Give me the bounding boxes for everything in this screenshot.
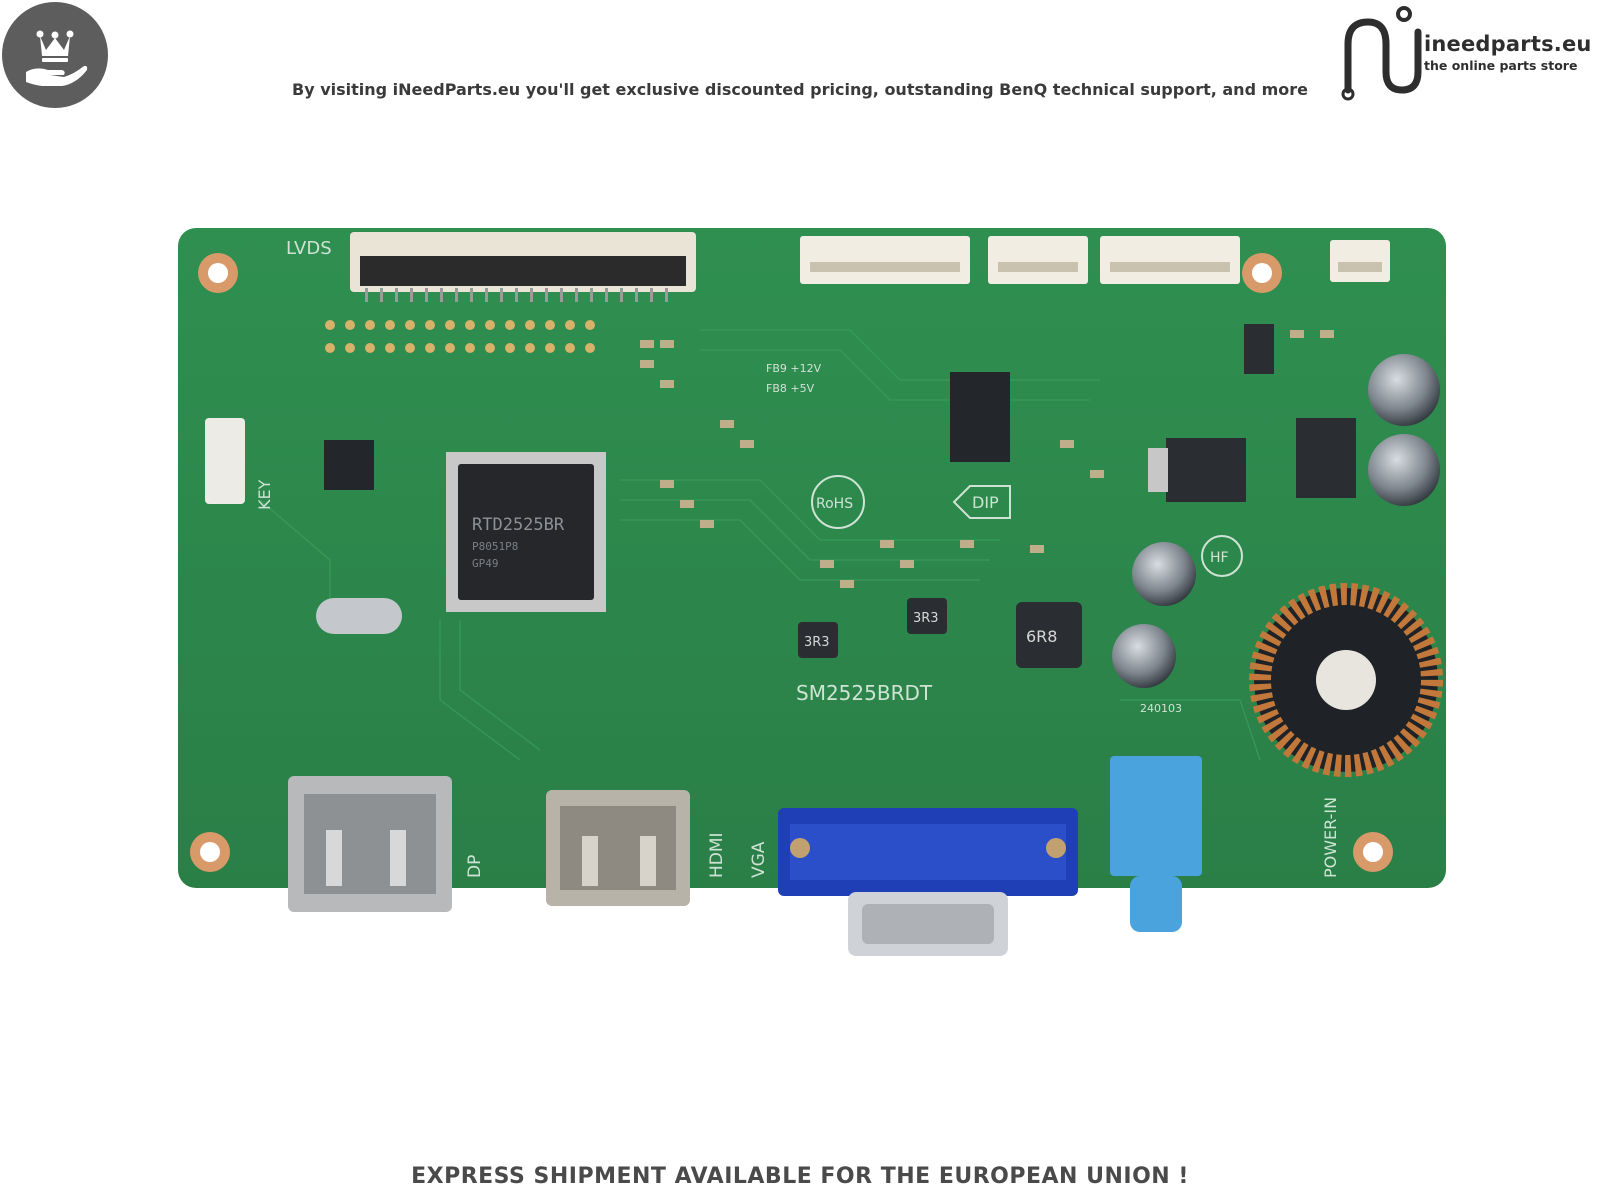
svg-text:P8051P8: P8051P8 (472, 540, 518, 553)
svg-text:FB8 +5V: FB8 +5V (766, 382, 815, 395)
audio-jack (1110, 756, 1202, 932)
svg-text:6R8: 6R8 (1026, 627, 1057, 646)
brand-name: ineedparts.eu (1424, 32, 1592, 56)
svg-text:FB9 +12V: FB9 +12V (766, 362, 822, 375)
crown-badge (2, 2, 108, 108)
model-label: SM2525BRDT (796, 681, 933, 705)
mosfet-1 (1166, 438, 1246, 502)
svg-text:240103: 240103 (1140, 702, 1182, 715)
vga-port (778, 808, 1078, 956)
crown-hand-icon (26, 30, 88, 86)
lvds-connector (350, 232, 696, 302)
pin-header-pads (325, 320, 595, 353)
ineedparts-logo[interactable]: ineedparts.eu the online parts store (1338, 2, 1596, 102)
promo-text: By visiting iNeedParts.eu you'll get exc… (292, 80, 1308, 99)
svg-text:RoHS: RoHS (816, 496, 853, 512)
electrolytic-capacitors (1112, 354, 1440, 688)
svg-text:3R3: 3R3 (913, 611, 939, 626)
pcb (178, 228, 1446, 888)
chip-label: RTD2525BR (472, 515, 565, 535)
dp-label: DP (465, 855, 485, 878)
control-ic (950, 372, 1010, 462)
mosfet-2 (1296, 418, 1356, 498)
key-label: KEY (255, 479, 274, 510)
svg-text:GP49: GP49 (472, 557, 499, 570)
small-ic (324, 440, 374, 490)
displayport-port (288, 776, 452, 912)
hdmi-port (546, 790, 690, 906)
inductor-1 (798, 622, 838, 658)
hf-mark (1201, 535, 1243, 577)
svg-text:HF: HF (1210, 550, 1229, 566)
svg-text:3R3: 3R3 (804, 635, 830, 650)
key-connector (205, 418, 245, 504)
vga-label: VGA (749, 841, 769, 878)
power-in-label: POWER-IN (1321, 797, 1340, 878)
shipping-banner: EXPRESS SHIPMENT AVAILABLE FOR THE EUROP… (411, 1164, 1189, 1189)
ineedparts-plug-icon (1341, 6, 1422, 101)
rohs-mark (811, 475, 865, 529)
main-scaler-chip: RTD2525BR P8051P8 GP49 (446, 452, 606, 612)
lvds-label: LVDS (286, 238, 332, 259)
svg-text:DIP: DIP (972, 493, 999, 512)
hdmi-label: HDMI (707, 832, 727, 878)
inductor-2 (907, 598, 947, 634)
regulator (1244, 324, 1274, 374)
mounting-holes (190, 253, 1393, 872)
inductor-3 (1016, 602, 1082, 668)
crystal-oscillator (316, 598, 402, 634)
brand-tagline: the online parts store (1424, 58, 1578, 73)
top-header-connectors (800, 236, 1390, 284)
dip-mark (952, 485, 1011, 519)
toroid-inductor (1249, 583, 1443, 777)
